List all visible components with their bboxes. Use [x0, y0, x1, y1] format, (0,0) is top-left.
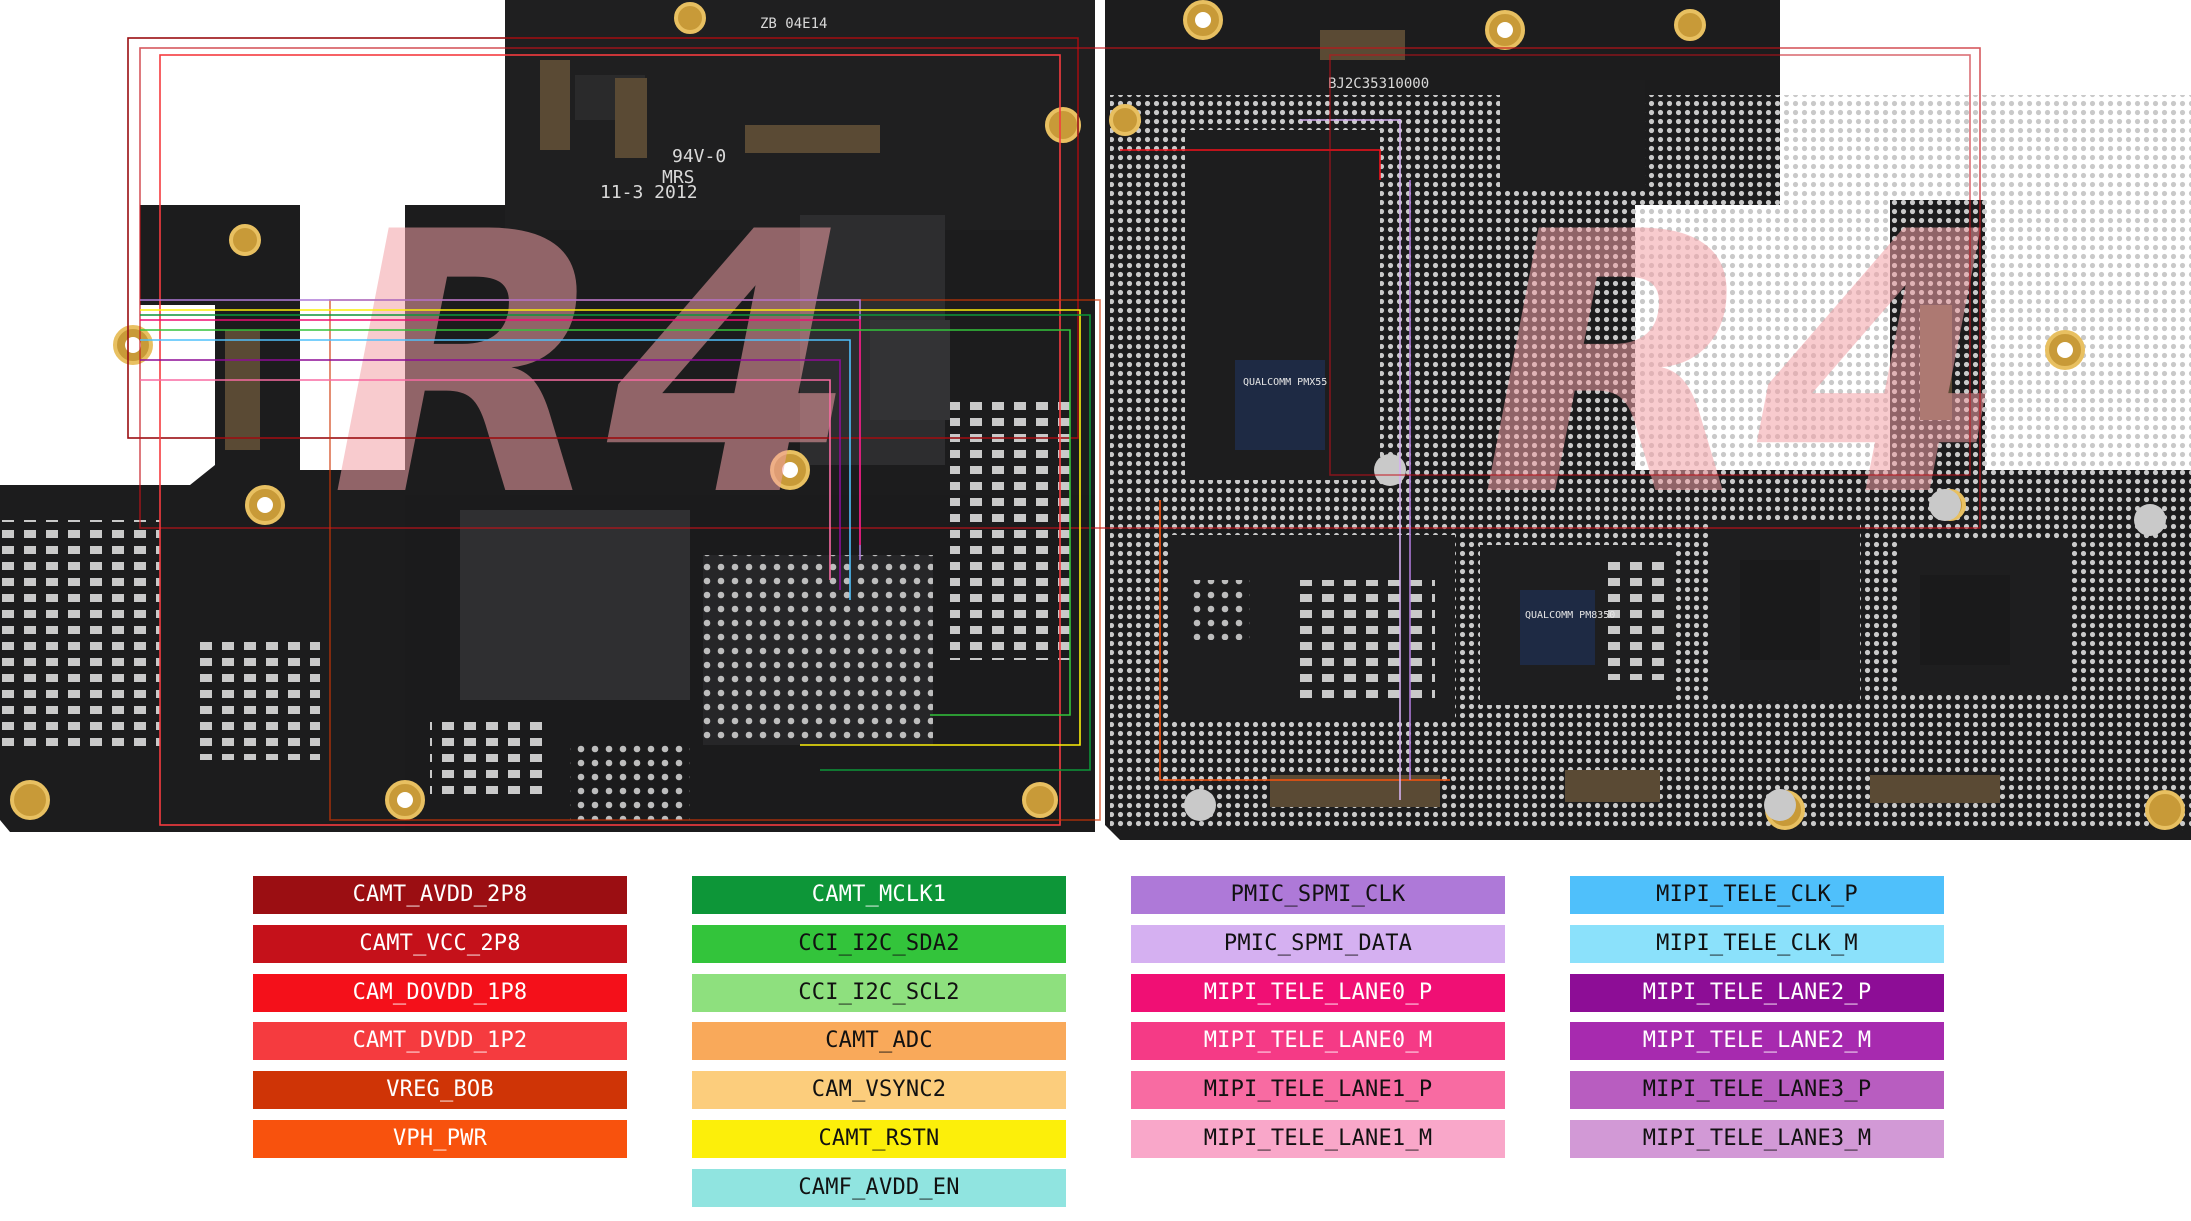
legend-item: MIPI_TELE_CLK_M: [1570, 924, 1944, 963]
legend-item: MIPI_TELE_LANE0_P: [1131, 973, 1505, 1012]
legend-item: VPH_PWR: [253, 1120, 627, 1158]
legend-item: CAMT_VCC_2P8: [253, 924, 627, 963]
signal-trace-overlay: [127, 37, 1981, 826]
legend-item: CAM_VSYNC2: [692, 1071, 1066, 1110]
silk-part-number: BJ2C35310000: [1328, 76, 1429, 92]
legend-item: MIPI_TELE_LANE1_M: [1131, 1120, 1505, 1158]
svg-text:R4: R4: [1480, 156, 2008, 575]
legend-item: CAMT_RSTN: [692, 1120, 1066, 1158]
legend-item: CAMT_DVDD_1P2: [253, 1022, 627, 1061]
silk-94v0: 94V-0: [672, 146, 726, 167]
legend-item: MIPI_TELE_CLK_P: [1570, 876, 1944, 914]
legend-item: CAMT_AVDD_2P8: [253, 876, 627, 914]
legend-item: MIPI_TELE_LANE2_M: [1570, 1022, 1944, 1061]
silk-pmx55: QUALCOMM PMX55: [1243, 377, 1327, 388]
silk-mrs: MRS: [662, 167, 695, 188]
legend-item: VREG_BOB: [253, 1071, 627, 1110]
legend-item: PMIC_SPMI_CLK: [1131, 876, 1505, 914]
legend-item: MIPI_TELE_LANE0_M: [1131, 1022, 1505, 1061]
legend-item: MIPI_TELE_LANE3_M: [1570, 1120, 1944, 1158]
legend-item: MIPI_TELE_LANE1_P: [1131, 1071, 1505, 1110]
legend-item: CCI_I2C_SDA2: [692, 924, 1066, 963]
legend-item: PMIC_SPMI_DATA: [1131, 924, 1505, 963]
svg-text:R4: R4: [330, 156, 858, 575]
legend-item: CCI_I2C_SCL2: [692, 973, 1066, 1012]
silk-zb-code: ZB 04E14: [760, 16, 827, 32]
legend-item: CAMT_ADC: [692, 1022, 1066, 1061]
silk-date: 11-3 2012: [600, 182, 698, 203]
silk-pm8350: QUALCOMM PM8350: [1525, 610, 1615, 621]
legend-item: MIPI_TELE_LANE3_P: [1570, 1071, 1944, 1110]
r4-watermark: R4 R4: [330, 156, 2008, 575]
legend-item: CAMF_AVDD_EN: [692, 1168, 1066, 1207]
legend-item: CAM_DOVDD_1P8: [253, 973, 627, 1012]
legend-item: MIPI_TELE_LANE2_P: [1570, 973, 1944, 1012]
legend-item: CAMT_MCLK1: [692, 876, 1066, 914]
pcb-board-image: 94V-0 MRS 11-3 2012: [0, 0, 2191, 840]
